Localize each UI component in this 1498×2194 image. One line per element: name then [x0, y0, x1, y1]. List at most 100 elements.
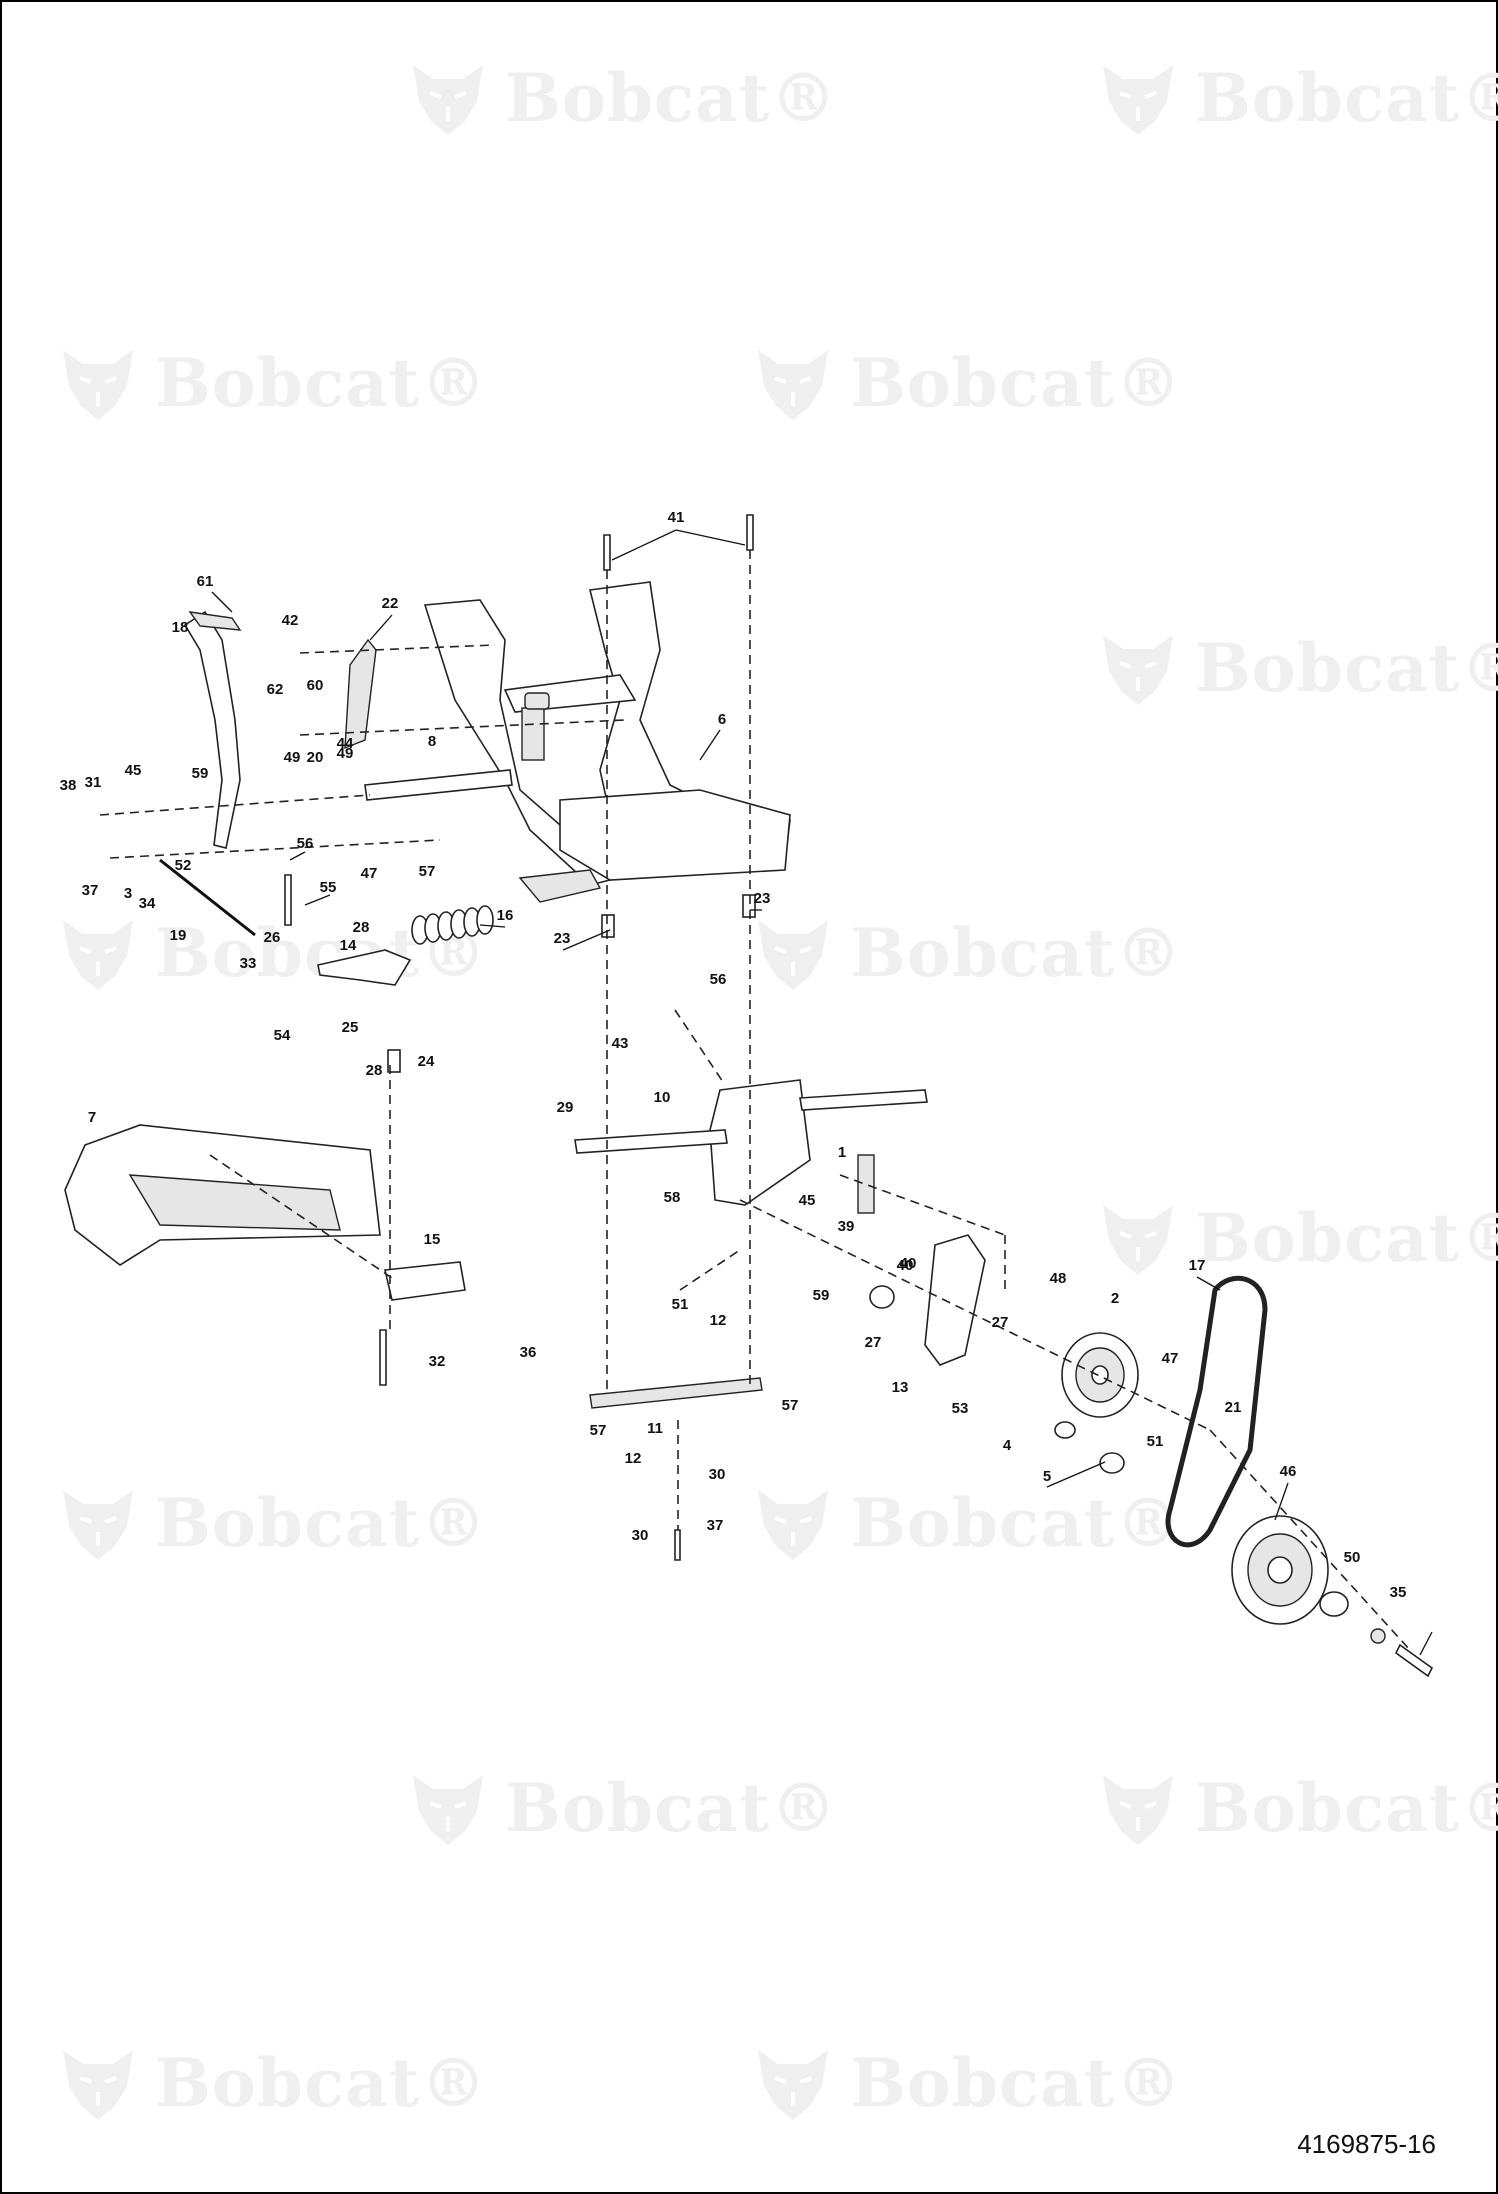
callout-28: 28 — [366, 1062, 383, 1079]
callout-46: 46 — [1280, 1463, 1297, 1480]
callout-54: 54 — [274, 1027, 291, 1044]
callout-39: 39 — [838, 1218, 855, 1235]
callout-4: 4 — [1003, 1437, 1012, 1454]
callout-62: 62 — [267, 681, 284, 698]
bushing-53 — [1054, 1421, 1076, 1439]
spacer-24 — [387, 1049, 401, 1073]
callout-56: 56 — [710, 971, 727, 988]
callout-45: 45 — [799, 1192, 816, 1209]
lever-bracket — [317, 949, 412, 986]
drive-belt — [1165, 1275, 1268, 1548]
assembly-line — [299, 644, 496, 654]
callout-41: 41 — [668, 509, 685, 526]
callout-5: 5 — [1043, 1468, 1051, 1485]
bolt-35 — [1394, 1643, 1434, 1678]
pedal-pad — [188, 611, 242, 631]
callout-44: 44 — [337, 735, 354, 752]
callout-36: 36 — [520, 1344, 537, 1361]
callout-6: 6 — [718, 711, 726, 728]
mount-housing-inner — [128, 1174, 341, 1231]
callout-10: 10 — [654, 1089, 671, 1106]
plate-bracket — [384, 1261, 466, 1301]
callout-32: 32 — [429, 1353, 446, 1370]
nut-50 — [1370, 1628, 1386, 1644]
callout-7: 7 — [88, 1109, 96, 1126]
callout-leader — [675, 529, 746, 546]
callout-27: 27 — [992, 1314, 1009, 1331]
document-number: 4169875-16 — [1297, 2129, 1436, 2159]
callout-50: 50 — [1344, 1549, 1361, 1566]
frame-cross-channel — [559, 789, 791, 881]
callout-leader — [369, 614, 393, 641]
callout-26: 26 — [264, 929, 281, 946]
callout-20: 20 — [307, 749, 324, 766]
callout-49: 49 — [337, 745, 354, 762]
callout-51: 51 — [672, 1296, 689, 1313]
bushing-27 — [869, 1285, 895, 1309]
drive-pulley — [1231, 1515, 1329, 1625]
callout-leaders — [211, 529, 1433, 1656]
callout-leader — [304, 894, 331, 906]
callout-40: 40 — [897, 1257, 914, 1274]
callout-17: 17 — [1189, 1257, 1206, 1274]
washer-30b — [1319, 1591, 1349, 1617]
callout-59: 59 — [813, 1287, 830, 1304]
callout-19: 19 — [170, 927, 187, 944]
idler-arm — [924, 1234, 986, 1366]
callout-leader — [1419, 1631, 1433, 1656]
callout-57: 57 — [782, 1397, 799, 1414]
callout-45: 45 — [125, 762, 142, 779]
callout-24: 24 — [418, 1053, 435, 1070]
callout-leader — [1274, 1482, 1289, 1521]
idler-pulley — [1061, 1332, 1139, 1418]
assembly-line — [679, 1249, 741, 1291]
callout-56: 56 — [297, 835, 314, 852]
frame-center-spring — [521, 707, 545, 761]
callout-leader — [562, 929, 611, 951]
callout-28: 28 — [353, 919, 370, 936]
callout-57: 57 — [419, 863, 436, 880]
callout-13: 13 — [892, 1379, 909, 1396]
pedal-arm — [183, 610, 241, 849]
callout-58: 58 — [664, 1189, 681, 1206]
bolt-41a — [603, 534, 611, 571]
pin-55 — [284, 874, 292, 926]
callout-29: 29 — [557, 1099, 574, 1116]
callout-47: 47 — [1162, 1350, 1179, 1367]
callout-12: 12 — [710, 1312, 727, 1329]
callout-51: 51 — [1147, 1433, 1164, 1450]
frame-top-crossbar — [503, 674, 637, 713]
assembly-lines — [99, 550, 1411, 1651]
callout-22: 22 — [382, 595, 399, 612]
callout-23: 23 — [754, 890, 771, 907]
callout-31: 31 — [85, 774, 102, 791]
callout-37: 37 — [82, 882, 99, 899]
callout-12: 12 — [625, 1450, 642, 1467]
gearbox-housing — [709, 1079, 811, 1206]
control-rod — [159, 858, 256, 937]
callout-21: 21 — [1225, 1399, 1242, 1416]
callout-40: 40 — [900, 1255, 917, 1272]
callout-2: 2 — [1111, 1290, 1119, 1307]
callout-27: 27 — [865, 1334, 882, 1351]
gearbox-shaft — [574, 1129, 728, 1154]
assembly-line — [739, 1199, 1211, 1431]
bottom-plate — [589, 1377, 763, 1409]
callout-8: 8 — [428, 733, 436, 750]
callout-48: 48 — [1050, 1270, 1067, 1287]
gearbox-input-shaft — [799, 1089, 928, 1111]
callout-3: 3 — [124, 885, 132, 902]
callout-34: 34 — [139, 895, 156, 912]
callout-leader — [1196, 1276, 1221, 1291]
callout-leader — [211, 591, 233, 613]
callout-1: 1 — [838, 1144, 846, 1161]
callout-37: 37 — [707, 1517, 724, 1534]
callout-53: 53 — [952, 1400, 969, 1417]
callout-59: 59 — [192, 765, 209, 782]
frame-knob — [524, 692, 550, 710]
callout-30: 30 — [709, 1466, 726, 1483]
callout-25: 25 — [342, 1019, 359, 1036]
